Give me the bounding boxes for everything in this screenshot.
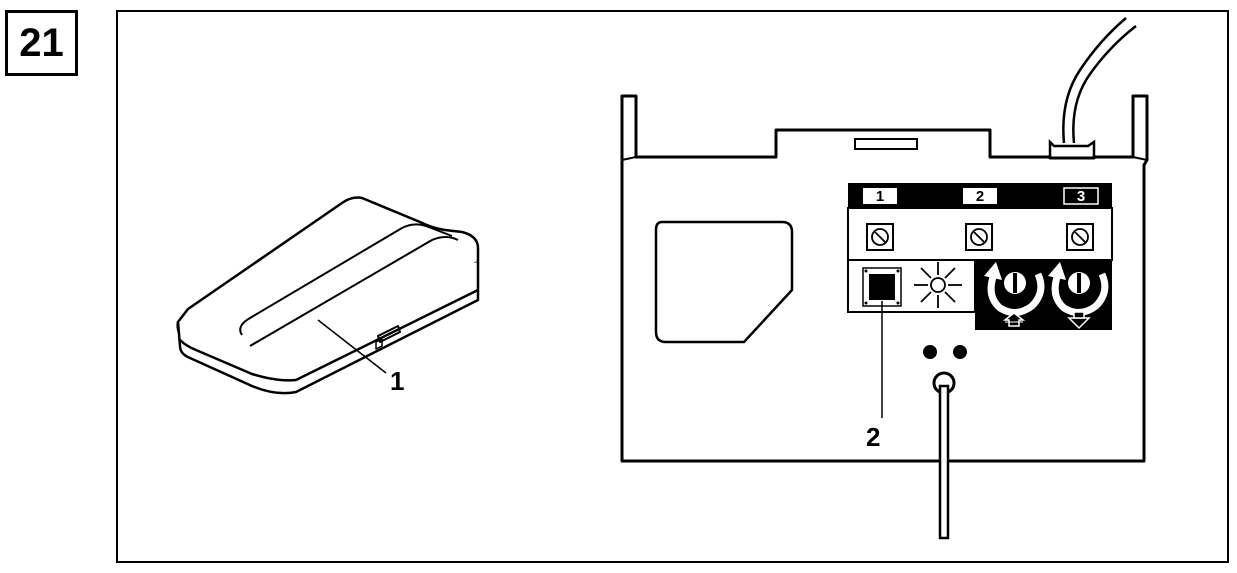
channel-button-3[interactable] <box>1066 223 1094 251</box>
channel-label-3: 3 <box>1077 188 1085 205</box>
limit-up-adjust-icon[interactable] <box>984 262 1045 327</box>
receiver-unit-icon <box>620 17 1149 540</box>
callout-1: 1 <box>390 366 404 396</box>
battery-pack-icon <box>176 196 480 395</box>
channel-button-2[interactable] <box>965 223 993 251</box>
light-sensor-icon <box>914 262 962 308</box>
channel-labels: 1 2 3 <box>863 187 1099 205</box>
callout-2: 2 <box>866 422 880 452</box>
limit-down-adjust-icon[interactable] <box>1048 262 1109 330</box>
channel-button-1[interactable] <box>866 223 894 251</box>
figure-number: 21 <box>5 10 78 76</box>
channel-label-1: 1 <box>876 188 884 205</box>
callout-leader-1 <box>317 319 387 374</box>
figure-frame <box>116 10 1229 563</box>
channel-label-2: 2 <box>976 188 984 205</box>
